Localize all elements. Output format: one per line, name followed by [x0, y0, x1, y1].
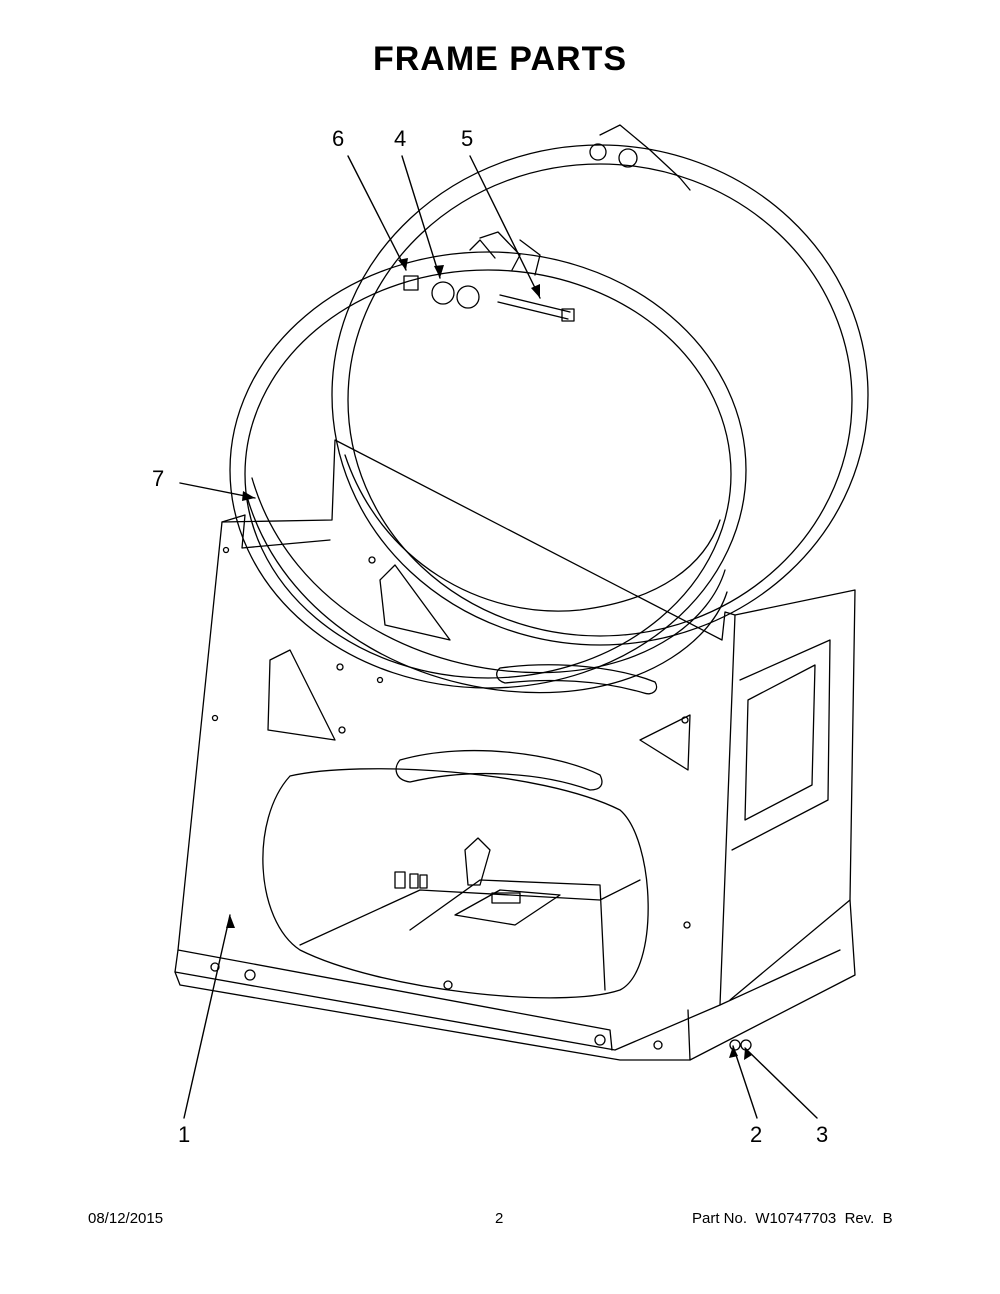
center-hardware [394, 837, 521, 904]
footer-page-number: 2 [495, 1210, 504, 1227]
leader-arrowheads [226, 258, 752, 1060]
callout-4: 4 [394, 126, 407, 151]
callout-3: 3 [816, 1122, 829, 1147]
callout-6: 6 [332, 126, 345, 151]
drum-slide-arcs [247, 454, 728, 694]
right-side-frame [687, 589, 856, 1061]
callout-5: 5 [461, 126, 474, 151]
callout-1: 1 [178, 1122, 191, 1147]
callout-7: 7 [152, 466, 165, 491]
top-clamp-hardware [403, 124, 691, 322]
front-support-ring [229, 251, 747, 689]
footer-date: 08/12/2015 [88, 1210, 164, 1227]
footer-part-number: Part No. W10747703 Rev. B [692, 1210, 893, 1227]
front-frame-panel [174, 439, 736, 1051]
rear-support-ring [331, 144, 869, 646]
leader-lines [179, 155, 818, 1119]
frame-base [174, 879, 691, 1061]
page-title: FRAME PARTS [372, 40, 628, 78]
callout-2: 2 [750, 1122, 763, 1147]
